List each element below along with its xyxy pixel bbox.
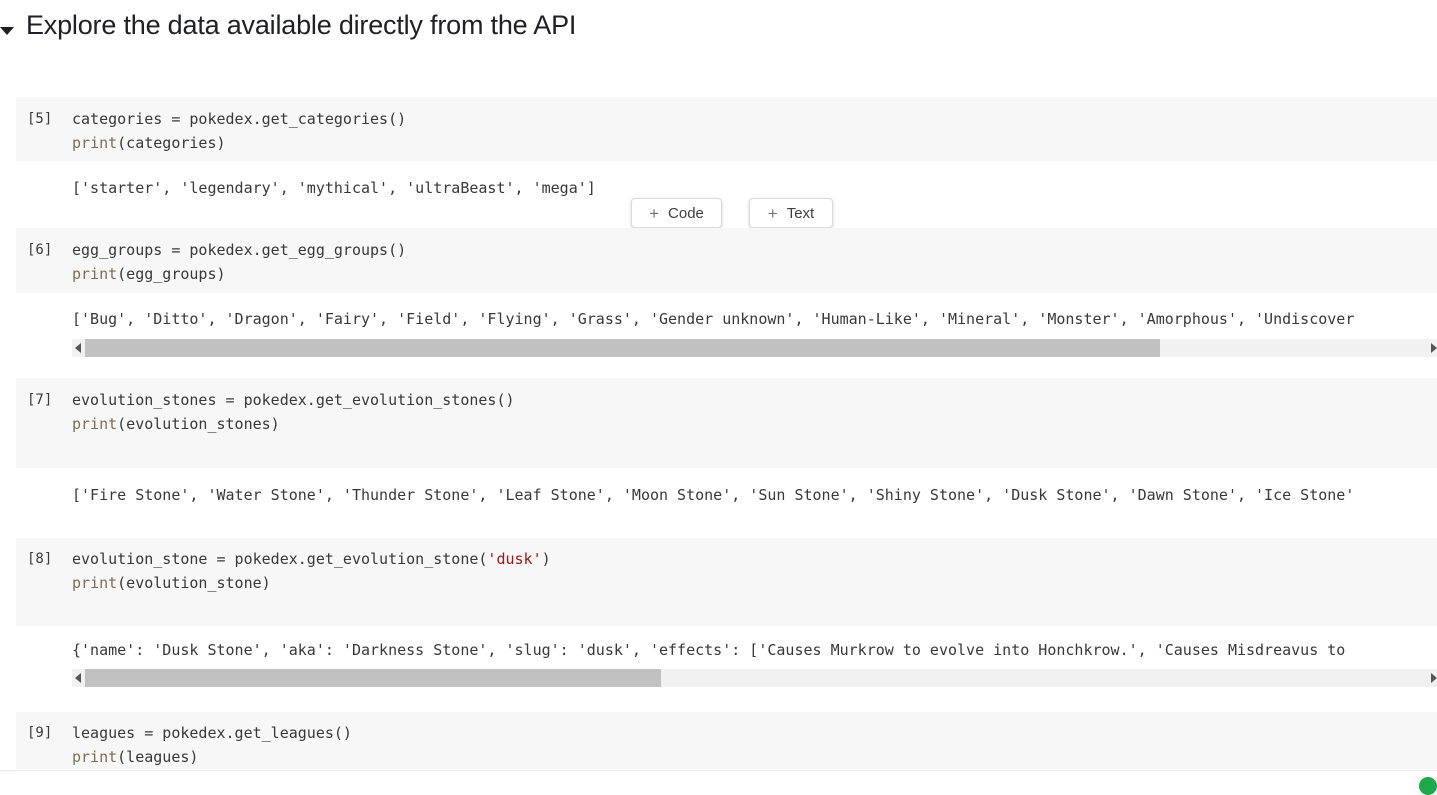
execution-count[interactable]: [6] (27, 242, 53, 258)
execution-count[interactable]: [5] (27, 111, 53, 127)
scroll-right-arrow-icon[interactable] (1431, 343, 1437, 353)
add-code-button[interactable]: + Code (631, 198, 722, 228)
status-dot (1419, 777, 1437, 795)
code-line: leagues = pokedex.get_leagues() print(le… (72, 724, 352, 766)
code-line: evolution_stone = pokedex.get_evolution_… (72, 550, 551, 592)
cell-output: ['Bug', 'Ditto', 'Dragon', 'Fairy', 'Fie… (72, 310, 1355, 328)
output-horizontal-scrollbar[interactable] (72, 339, 1437, 357)
add-code-label: Code (668, 204, 704, 222)
plus-icon: + (649, 203, 660, 223)
code-cell: [8] evolution_stone = pokedex.get_evolut… (16, 538, 1437, 626)
add-cell-toolbar: + Code + Text (0, 198, 1437, 230)
section-divider (0, 770, 1437, 771)
code-editor[interactable]: evolution_stones = pokedex.get_evolution… (72, 378, 1437, 468)
scroll-left-arrow-icon[interactable] (75, 673, 81, 683)
section-collapse-icon[interactable] (0, 27, 14, 35)
code-editor[interactable]: evolution_stone = pokedex.get_evolution_… (72, 538, 1437, 626)
code-cell: [9] leagues = pokedex.get_leagues() prin… (16, 712, 1437, 769)
scrollbar-thumb[interactable] (85, 669, 661, 687)
cell-output: ['starter', 'legendary', 'mythical', 'ul… (72, 179, 596, 197)
code-editor[interactable]: categories = pokedex.get_categories() pr… (72, 97, 1437, 161)
cell-output: {'name': 'Dusk Stone', 'aka': 'Darkness … (72, 641, 1346, 659)
section-title: Explore the data available directly from… (26, 10, 577, 40)
code-cell: [5] categories = pokedex.get_categories(… (16, 97, 1437, 161)
code-line: categories = pokedex.get_categories() pr… (72, 110, 407, 152)
code-line: egg_groups = pokedex.get_egg_groups() pr… (72, 241, 407, 283)
add-text-label: Text (786, 204, 815, 222)
execution-count[interactable]: [7] (27, 392, 53, 408)
plus-icon: + (767, 203, 778, 223)
execution-count[interactable]: [9] (27, 725, 53, 741)
cell-output: ['Fire Stone', 'Water Stone', 'Thunder S… (72, 486, 1355, 504)
scrollbar-thumb[interactable] (85, 339, 1160, 357)
code-editor[interactable]: leagues = pokedex.get_leagues() print(le… (72, 712, 1437, 769)
add-text-button[interactable]: + Text (749, 198, 833, 228)
scroll-left-arrow-icon[interactable] (75, 343, 81, 353)
code-editor[interactable]: egg_groups = pokedex.get_egg_groups() pr… (72, 228, 1437, 293)
execution-count[interactable]: [8] (27, 551, 53, 567)
scroll-right-arrow-icon[interactable] (1431, 673, 1437, 683)
section-header: Explore the data available directly from… (0, 10, 1437, 50)
code-cell: [7] evolution_stones = pokedex.get_evolu… (16, 378, 1437, 468)
code-cell: [6] egg_groups = pokedex.get_egg_groups(… (16, 228, 1437, 293)
code-line: evolution_stones = pokedex.get_evolution… (72, 391, 515, 433)
output-horizontal-scrollbar[interactable] (72, 669, 1437, 687)
